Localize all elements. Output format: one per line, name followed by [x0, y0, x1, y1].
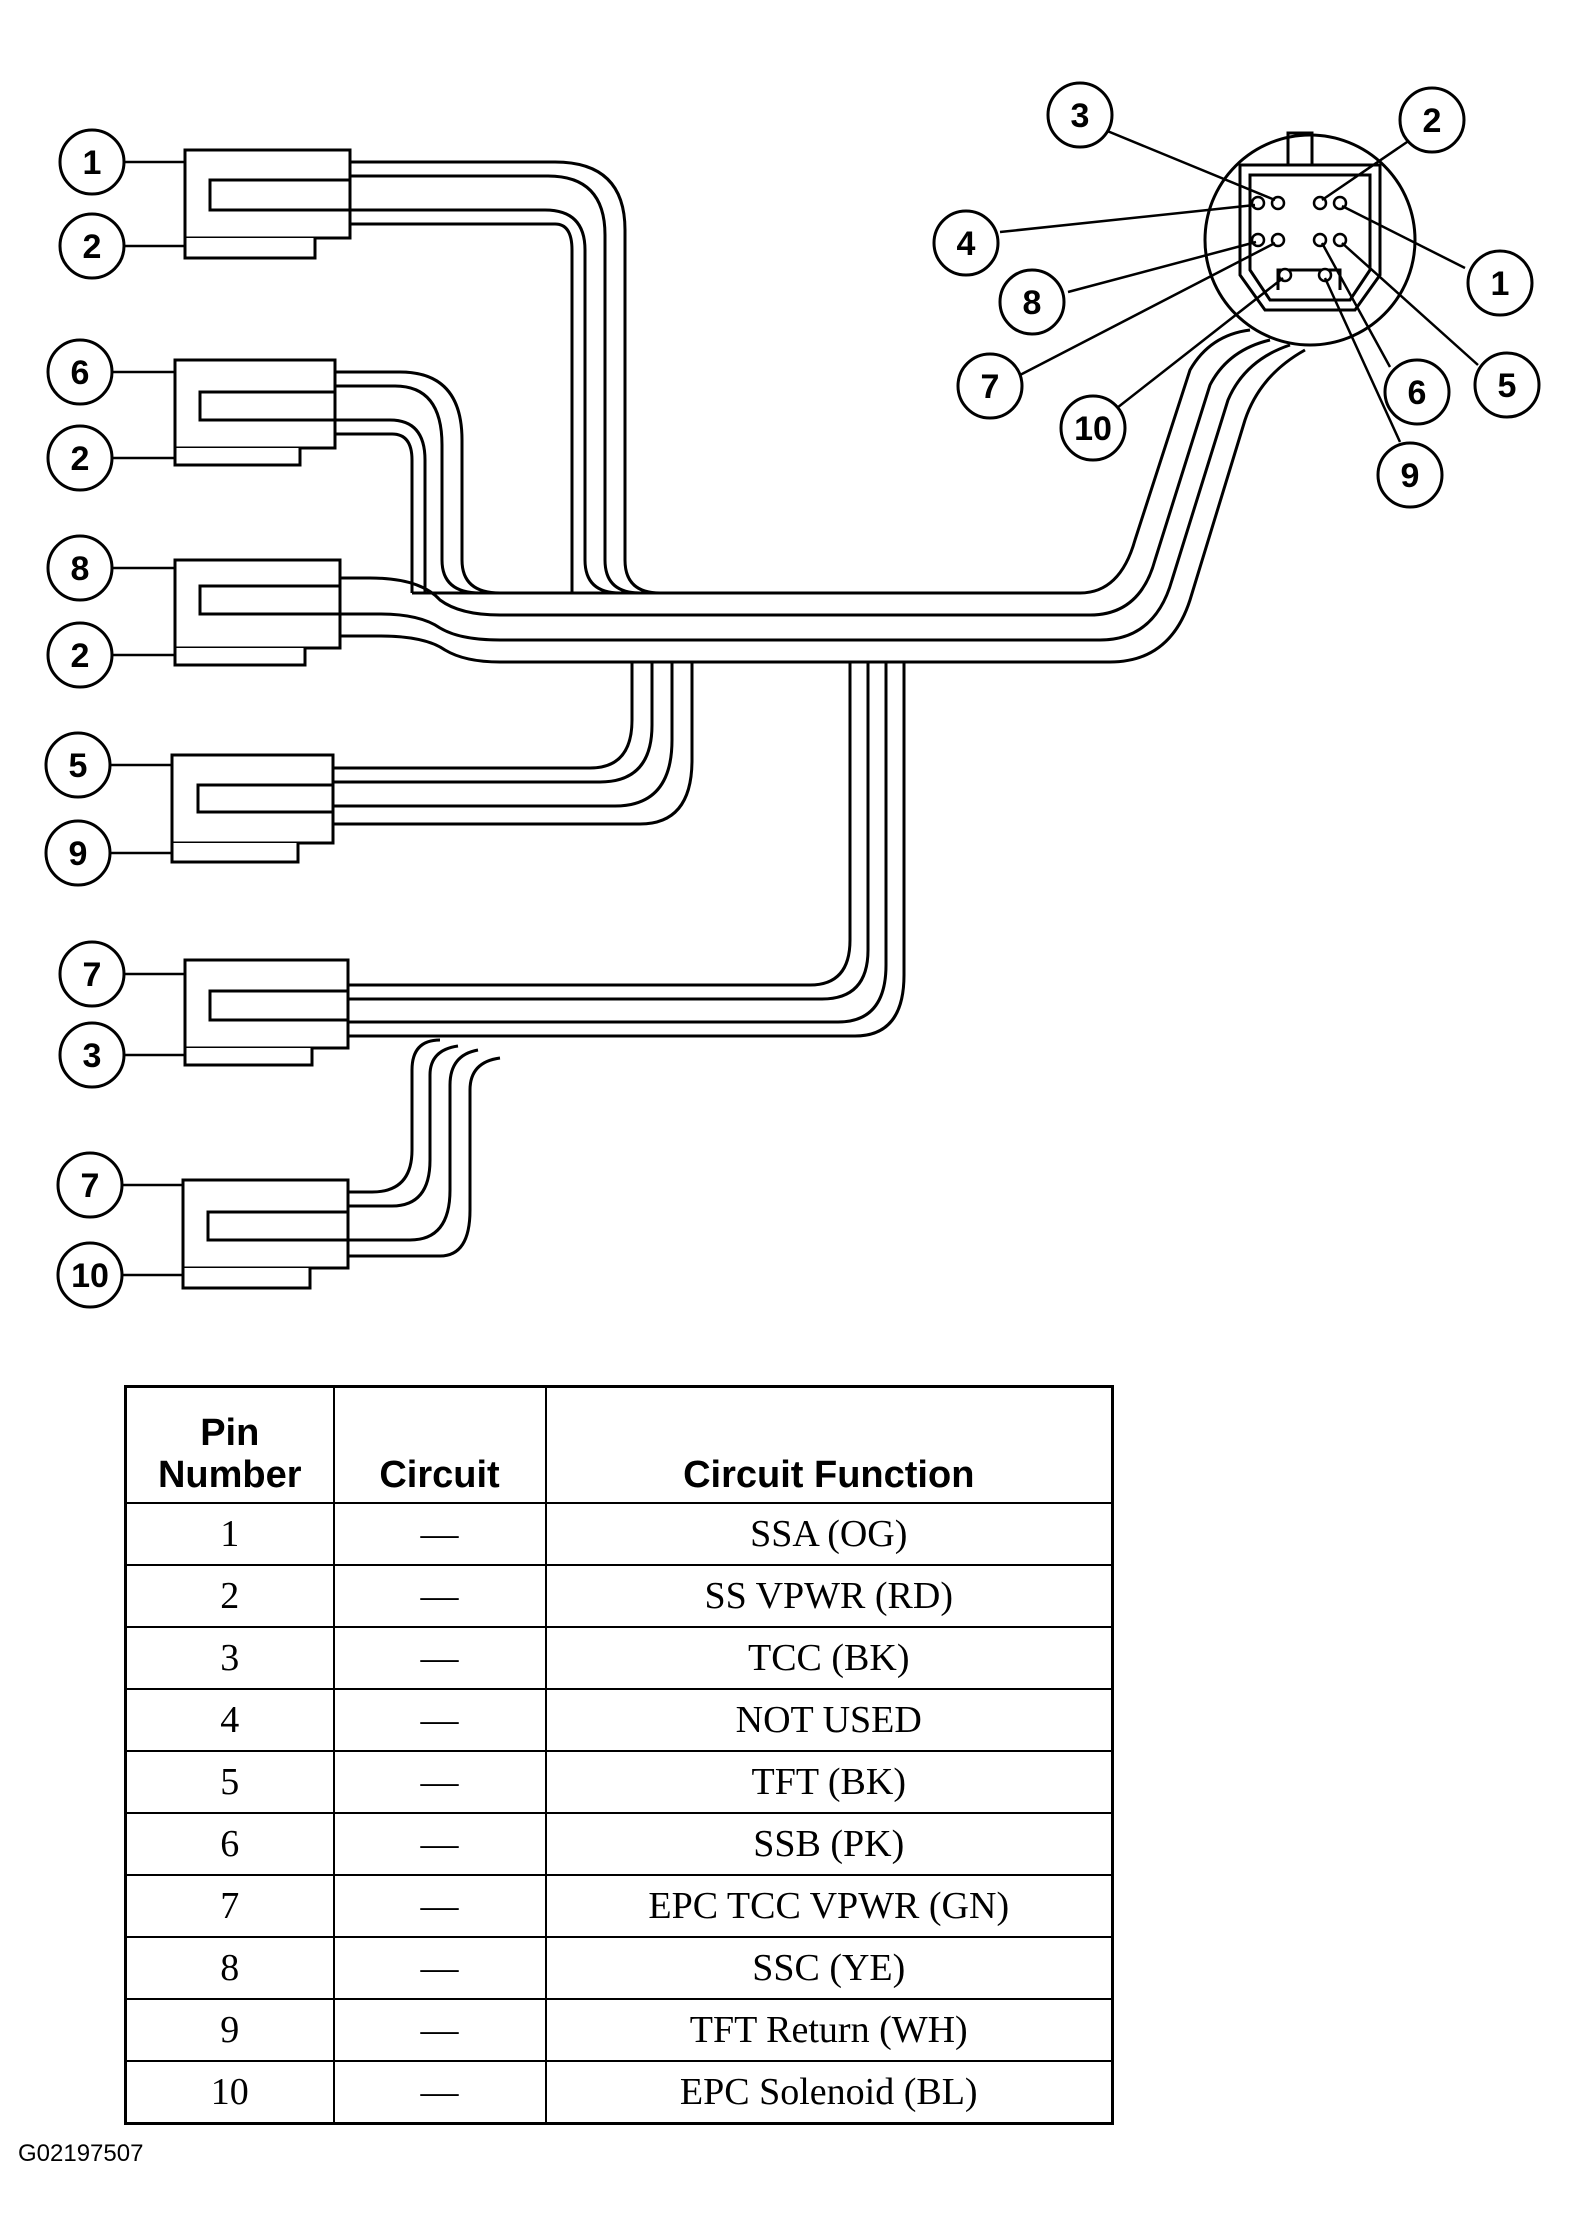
- callout-c6-a: 7: [81, 1167, 100, 1205]
- pin-cell: 4: [124, 1688, 335, 1752]
- callout-c1-a: 1: [83, 144, 102, 182]
- function-cell: TCC (BK): [544, 1626, 1114, 1690]
- header-pin-number: Pin Number: [124, 1385, 335, 1504]
- circuit-cell: —: [332, 1564, 547, 1628]
- connector-6: [181, 1178, 350, 1290]
- header-circuit-function: Circuit Function: [544, 1385, 1114, 1504]
- pin-cell: 6: [124, 1812, 335, 1876]
- function-cell: EPC TCC VPWR (GN): [544, 1874, 1114, 1938]
- connector-5: [183, 958, 350, 1067]
- callout-c4-a: 5: [69, 747, 88, 785]
- main-callout-5: 5: [1498, 367, 1517, 405]
- callout-c5-a: 7: [83, 956, 102, 994]
- harness-diagram: 1 2 6 2 8 2 5 9 7 3 7 10: [44, 81, 1541, 1309]
- pin-cell: 7: [124, 1874, 335, 1938]
- main-callout-9: 9: [1401, 457, 1420, 495]
- connector-4: [170, 753, 335, 864]
- pin-cell: 5: [124, 1750, 335, 1814]
- circuit-cell: —: [332, 1936, 547, 2000]
- table-row: 2 — SS VPWR (RD): [124, 1564, 1114, 1628]
- header-pin-line1: Pin: [200, 1412, 260, 1454]
- pin-cell: 9: [124, 1998, 335, 2062]
- function-cell: EPC Solenoid (BL): [544, 2060, 1114, 2125]
- connector-3: [173, 558, 342, 667]
- pin-cell: 8: [124, 1936, 335, 2000]
- circuit-cell: —: [332, 1626, 547, 1690]
- pin-cell: 3: [124, 1626, 335, 1690]
- circuit-cell: —: [332, 2060, 547, 2125]
- callout-c4-b: 9: [69, 835, 88, 873]
- main-callout-6: 6: [1408, 374, 1427, 412]
- table-row: 5 — TFT (BK): [124, 1750, 1114, 1814]
- main-connector: [1203, 131, 1417, 347]
- connector-1: [183, 148, 352, 260]
- connector-2: [173, 358, 337, 467]
- circuit-cell: —: [332, 1688, 547, 1752]
- callout-c3-a: 8: [71, 550, 90, 588]
- main-callout-2: 2: [1423, 102, 1442, 140]
- circuit-cell: —: [332, 1874, 547, 1938]
- callout-c6-b: 10: [71, 1257, 109, 1295]
- function-cell: SSC (YE): [544, 1936, 1114, 2000]
- callout-c3-b: 2: [71, 637, 90, 675]
- function-cell: TFT (BK): [544, 1750, 1114, 1814]
- main-callout-7: 7: [981, 368, 1000, 406]
- table-row: 7 — EPC TCC VPWR (GN): [124, 1874, 1114, 1938]
- main-callout-4: 4: [957, 225, 976, 263]
- main-callout-10: 10: [1074, 410, 1112, 448]
- table-row: 9 — TFT Return (WH): [124, 1998, 1114, 2062]
- circuit-cell: —: [332, 1502, 547, 1566]
- wire-harness: [333, 160, 1306, 1258]
- callout-c2-b: 2: [71, 440, 90, 478]
- table-row: 3 — TCC (BK): [124, 1626, 1114, 1690]
- function-cell: SSA (OG): [544, 1502, 1114, 1566]
- function-cell: SS VPWR (RD): [544, 1564, 1114, 1628]
- header-pin-line2: Number: [157, 1454, 302, 1496]
- main-callout-3: 3: [1071, 97, 1090, 135]
- callout-c2-a: 6: [71, 354, 90, 392]
- function-cell: TFT Return (WH): [544, 1998, 1114, 2062]
- circuit-cell: —: [332, 1750, 547, 1814]
- main-callout-1: 1: [1491, 265, 1510, 303]
- circuit-cell: —: [332, 1812, 547, 1876]
- circuit-cell: —: [332, 1998, 547, 2062]
- pin-cell: 2: [124, 1564, 335, 1628]
- pin-function-table: Pin Number Circuit Circuit Function 1 — …: [124, 1385, 1114, 2125]
- function-cell: NOT USED: [544, 1688, 1114, 1752]
- table-row: 4 — NOT USED: [124, 1688, 1114, 1752]
- header-circuit: Circuit: [332, 1385, 547, 1504]
- table-row: 6 — SSB (PK): [124, 1812, 1114, 1876]
- callout-c5-b: 3: [83, 1037, 102, 1075]
- function-cell: SSB (PK): [544, 1812, 1114, 1876]
- callout-c1-b: 2: [83, 228, 102, 266]
- figure-code: G02197507: [18, 2140, 144, 2167]
- table-row: 1 — SSA (OG): [124, 1502, 1114, 1566]
- main-callout-8: 8: [1023, 284, 1042, 322]
- pin-cell: 1: [124, 1502, 335, 1566]
- table-row: 8 — SSC (YE): [124, 1936, 1114, 2000]
- table-row: 10 — EPC Solenoid (BL): [124, 2060, 1114, 2125]
- pin-cell: 10: [124, 2060, 335, 2125]
